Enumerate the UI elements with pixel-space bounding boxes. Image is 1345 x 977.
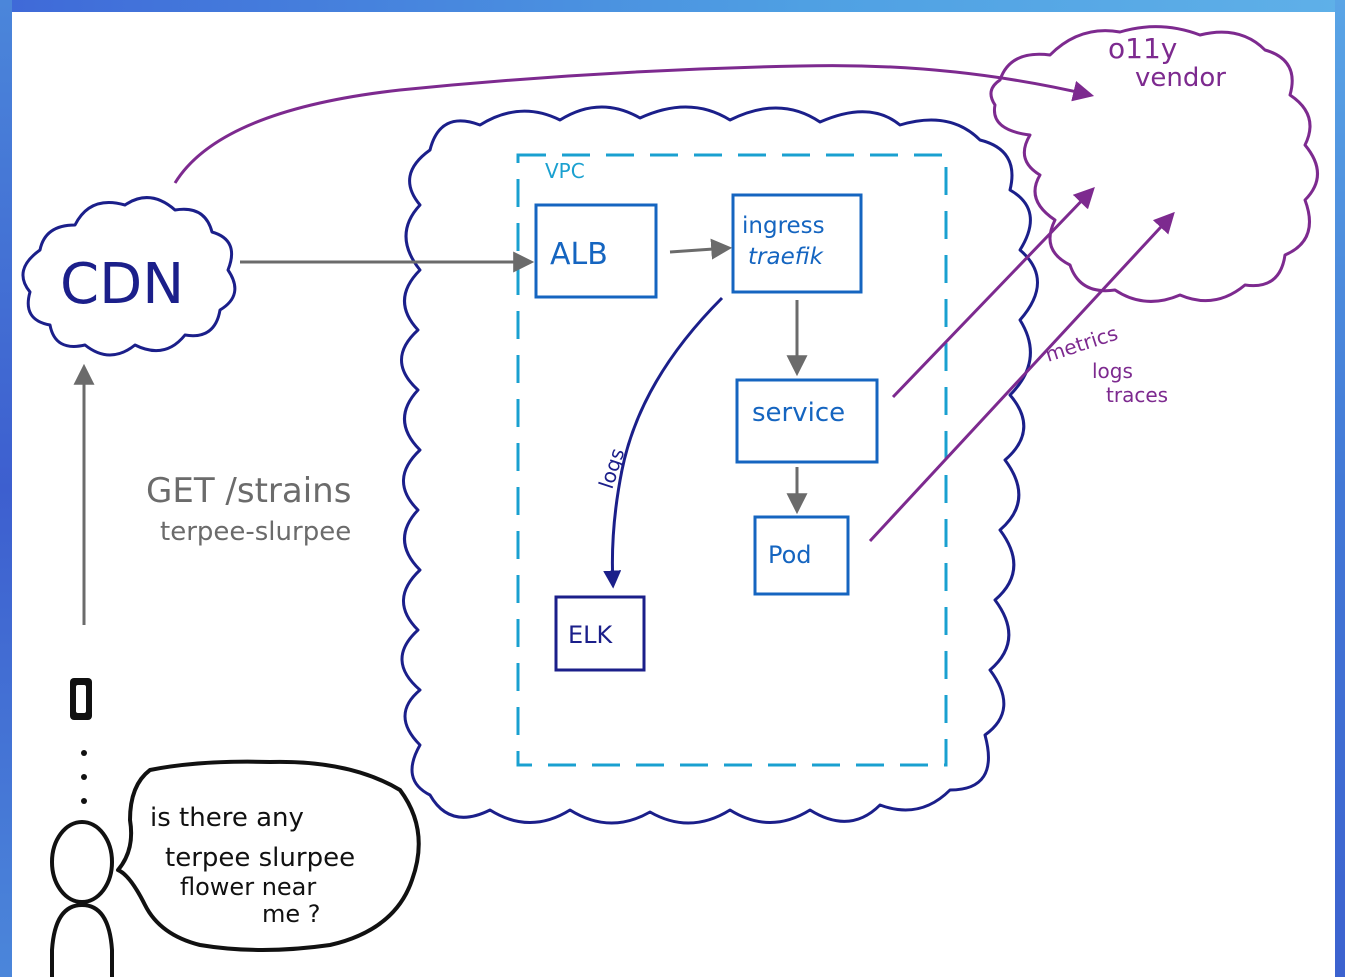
architecture-diagram: VPC CDN o11y vendor ALB ingress traefik … — [21, 25, 1319, 977]
o11y-vendor-cloud-outline — [989, 25, 1319, 303]
edge-alb-to-ingress — [669, 238, 733, 260]
user-figure — [50, 678, 114, 977]
elk-node: ELK — [554, 595, 646, 672]
edge-service-to-o11y — [891, 186, 1095, 399]
speech-line1: is there any — [150, 803, 304, 833]
speech-bubble — [116, 759, 421, 952]
ingress-traefik-node: ingress traefik — [731, 193, 863, 294]
frame-right — [1335, 0, 1345, 977]
person-head — [50, 820, 114, 904]
logs-edge-label: logs — [594, 445, 629, 491]
service-label: service — [752, 398, 845, 428]
elk-label: ELK — [568, 621, 614, 649]
edge-ingress-to-elk-logs — [603, 296, 724, 589]
vpc-boundary — [516, 153, 948, 767]
o11y-label-line2: vendor — [1135, 63, 1226, 93]
vpc-label: VPC — [545, 159, 585, 183]
telemetry-logs: logs — [1092, 359, 1133, 383]
diagram-canvas: VPC CDN o11y vendor ALB ingress traefik … — [12, 12, 1335, 977]
vpc-cloud-outline — [400, 105, 1039, 825]
ingress-label-line1: ingress — [742, 213, 825, 239]
frame-left — [0, 0, 12, 977]
pod-node: Pod — [753, 515, 850, 596]
speech-line2: terpee slurpee — [165, 843, 355, 873]
service-node: service — [735, 378, 879, 464]
cdn-label: CDN — [60, 252, 184, 317]
pod-label: Pod — [768, 541, 812, 569]
ingress-label-line2: traefik — [748, 244, 825, 270]
telemetry-traces: traces — [1106, 383, 1168, 407]
edge-cdn-to-o11y — [173, 64, 1095, 184]
speech-line4: me ? — [262, 900, 321, 928]
cdn-cloud-outline — [21, 196, 237, 357]
edge-pod-to-o11y — [868, 211, 1175, 543]
alb-label: ALB — [550, 237, 608, 272]
request-label-line1: GET /strains — [146, 471, 351, 511]
speech-line3: flower near — [180, 873, 316, 901]
frame-top — [0, 0, 1345, 12]
request-label-line2: terpee-slurpee — [160, 517, 351, 547]
alb-node: ALB — [534, 203, 658, 299]
o11y-label-line1: o11y — [1108, 32, 1177, 65]
person-body — [50, 902, 114, 977]
